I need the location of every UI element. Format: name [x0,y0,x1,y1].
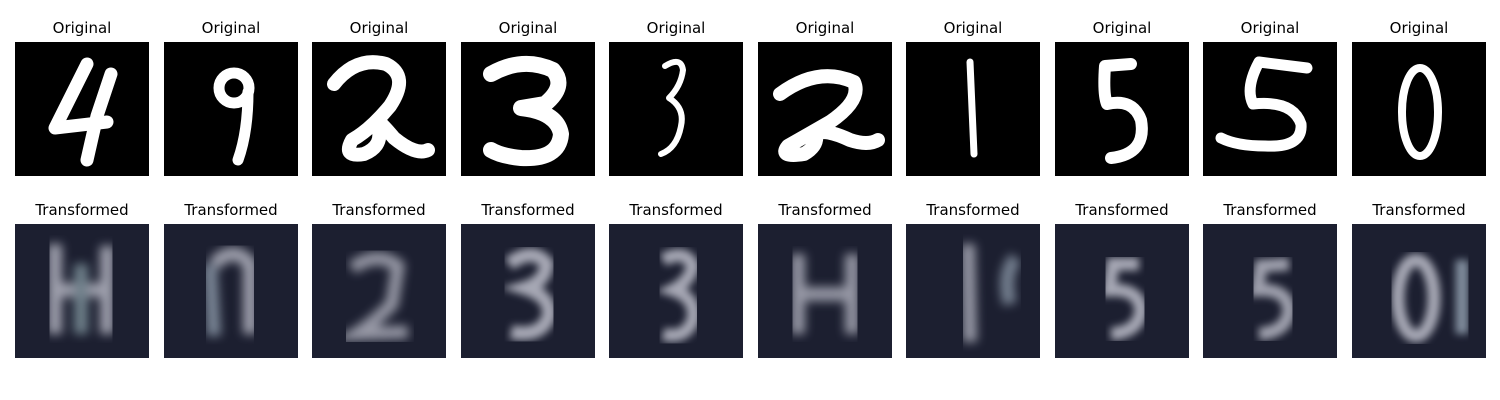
transformed-image [758,224,892,358]
digit-image [1055,42,1189,176]
transformed-image [609,224,743,358]
digit-image [609,42,743,176]
panel-title: Original [646,19,706,37]
transformed-image [906,224,1040,358]
transformed-image [1352,224,1486,358]
digit-image [312,42,446,176]
panel-title: Transformed [778,201,872,219]
panel-title: Transformed [1372,201,1466,219]
digit-image [164,42,298,176]
transformed-image [164,224,298,358]
transformed-image [461,224,595,358]
panel-title: Original [1092,19,1152,37]
panel-title: Transformed [332,201,426,219]
digit-image [15,42,149,176]
transformed-image [1055,224,1189,358]
digit-image [1203,42,1337,176]
panel-title: Transformed [1075,201,1169,219]
digit-image [461,42,595,176]
panel-title: Original [349,19,409,37]
transformed-image [1203,224,1337,358]
panel-title: Transformed [184,201,278,219]
panel-title: Transformed [1223,201,1317,219]
panel-title: Original [52,19,112,37]
panel-title: Original [795,19,855,37]
digit-image [1352,42,1486,176]
panel-title: Transformed [926,201,1020,219]
transformed-image [15,224,149,358]
panel-title: Original [1389,19,1449,37]
panel-title: Original [1240,19,1300,37]
transformed-image [312,224,446,358]
panel-title: Transformed [629,201,723,219]
panel-title: Transformed [481,201,575,219]
panel-title: Transformed [35,201,129,219]
panel-title: Original [498,19,558,37]
digit-image [906,42,1040,176]
panel-title: Original [201,19,261,37]
panel-title: Original [943,19,1003,37]
digit-image [758,42,892,176]
